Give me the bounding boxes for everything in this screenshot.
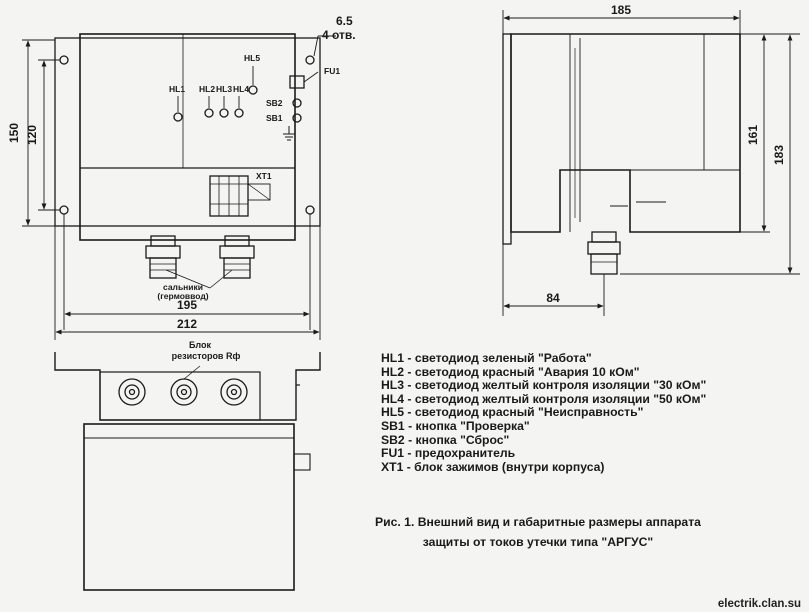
resistor-rf-1	[118, 378, 146, 406]
resistor-rf-3	[220, 378, 248, 406]
enclosure-side	[510, 33, 741, 233]
legend-item-sb2: SB2 - кнопка "Сброс"	[381, 432, 510, 447]
legend-item-sb1: SB1 - кнопка "Проверка"	[381, 418, 530, 433]
led-hl1	[173, 112, 183, 122]
label-xt1: XT1	[256, 171, 272, 181]
label-block-2: резисторов Rф	[172, 351, 241, 361]
label-dim-183: 183	[772, 145, 786, 165]
legend-item-hl4: HL4 - светодиод желтый контроля изоляции…	[381, 391, 707, 406]
cable-gland-right	[219, 235, 255, 279]
label-holes-count: 4 отв.	[322, 28, 356, 42]
label-dim-212: 212	[177, 317, 197, 331]
mounting-plate-side	[502, 33, 512, 245]
legend-item-xt1: XT1 - блок зажимов (внутри корпуса)	[381, 459, 605, 474]
caption-line-1: Рис. 1. Внешний вид и габаритные размеры…	[375, 515, 701, 529]
cable-gland-side	[587, 231, 621, 275]
front-view	[22, 33, 336, 340]
legend-item-hl3: HL3 - светодиод желтый контроля изоляции…	[381, 378, 707, 393]
label-dim-hole: 6.5	[336, 14, 353, 28]
watermark: electrik.clan.su	[717, 598, 801, 610]
mounting-plate	[54, 37, 321, 227]
button-sb2	[292, 98, 302, 108]
mount-hole-bl	[59, 205, 69, 215]
legend-item-hl1: HL1 - светодиод зеленый "Работа"	[381, 351, 592, 365]
label-dim-84: 84	[546, 291, 560, 305]
legend-item-hl5: HL5 - светодиод красный "Неисправность"	[381, 405, 644, 420]
led-hl2	[204, 108, 214, 118]
cable-gland-left	[145, 235, 181, 279]
dim-lines-front	[22, 39, 321, 340]
label-dim-195: 195	[177, 298, 197, 312]
figure-caption: Рис. 1. Внешний вид и габаритные размеры…	[343, 512, 733, 552]
fuse-fu1	[289, 75, 305, 89]
enclosure-bottom	[83, 423, 295, 591]
mount-hole-tr	[305, 55, 315, 65]
bottom-view	[54, 352, 321, 591]
fuse-holder-side	[293, 453, 311, 471]
label-hl2: HL2	[199, 84, 215, 94]
label-dim-120: 120	[25, 125, 39, 145]
label-glands-1: сальники	[163, 282, 203, 292]
resistor-rf-2	[170, 378, 198, 406]
button-sb1	[292, 113, 302, 123]
resistor-block	[99, 371, 261, 421]
ground-symbol-icon	[283, 126, 295, 141]
label-block-1: Блок	[189, 340, 212, 350]
label-dim-150: 150	[7, 123, 21, 143]
label-sb1: SB1	[266, 113, 283, 123]
label-hl4: HL4	[233, 84, 249, 94]
label-hl3: HL3	[216, 84, 232, 94]
legend-item-fu1: FU1 - предохранитель	[381, 446, 516, 461]
label-glands-2: (гермоввод)	[157, 291, 208, 301]
legend-item-hl2: HL2 - светодиод красный "Авария 10 кОм"	[381, 364, 640, 379]
label-dim-161: 161	[746, 125, 760, 145]
led-hl3	[219, 108, 229, 118]
led-hl4	[234, 108, 244, 118]
label-hl1: HL1	[169, 84, 185, 94]
caption-line-2: защиты от токов утечки типа "АРГУС"	[422, 535, 654, 549]
legend: HL1 - светодиод зеленый "Работа" HL2 - с…	[381, 351, 801, 474]
mount-hole-br	[305, 205, 315, 215]
label-sb2: SB2	[266, 98, 283, 108]
enclosure-front	[79, 33, 296, 241]
led-hl5	[248, 85, 258, 95]
mount-hole-tl	[59, 55, 69, 65]
label-fu1: FU1	[324, 66, 340, 76]
label-hl5: HL5	[244, 53, 260, 63]
dim-lines-side	[502, 10, 800, 316]
label-dim-185: 185	[611, 3, 631, 17]
side-view	[502, 10, 800, 316]
